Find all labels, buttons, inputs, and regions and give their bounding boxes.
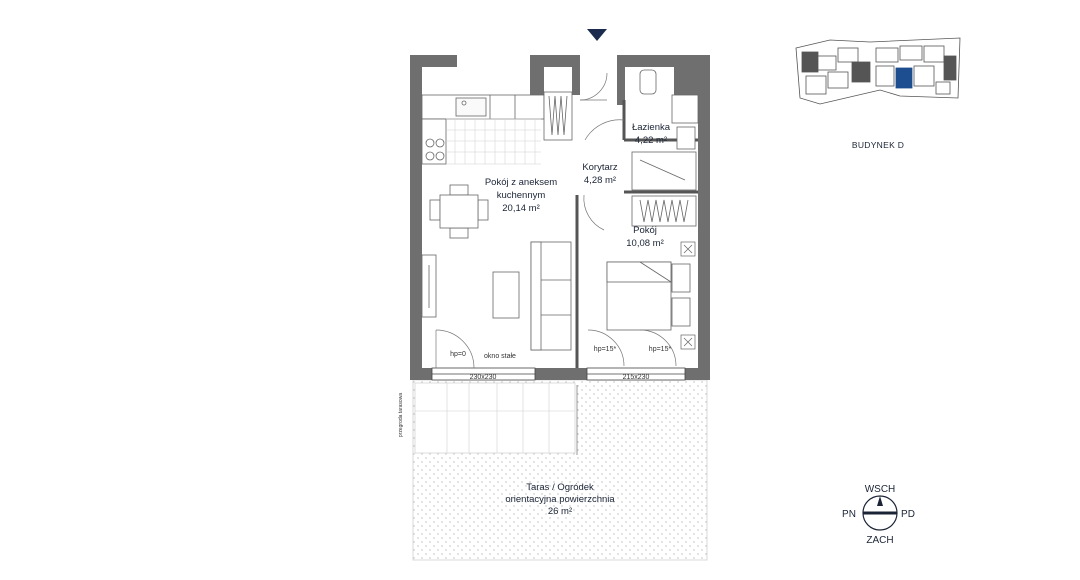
fixed-window-label: okno stałe [484, 353, 516, 360]
hp-right-label: hp=15* [649, 346, 672, 353]
corridor-name: Korytarz [582, 162, 618, 173]
bed [606, 261, 691, 331]
hp-mid-label: hp=15* [594, 346, 617, 353]
living-room-name-2: kuchennym [497, 190, 546, 201]
entry-wardrobe [543, 91, 573, 141]
compass-west: PN [842, 509, 856, 520]
bedroom-area: 10,08 m² [626, 238, 664, 249]
kitchen-counter [421, 94, 545, 165]
terrace-name-2: orientacyjna powierzchnia [505, 494, 615, 505]
bathroom-area: 4,22 m² [635, 135, 667, 146]
living-room-area: 20,14 m² [502, 203, 540, 214]
terrace-area-value: 26 m² [548, 506, 572, 517]
compass-south: ZACH [866, 535, 893, 546]
exterior-walls [410, 55, 710, 380]
bottom-windows [431, 367, 686, 381]
bathroom-name: Łazienka [632, 122, 671, 133]
building-key-plan [795, 37, 961, 105]
entrance-arrow-icon [587, 29, 607, 41]
window-left-dim: 230x230 [470, 374, 497, 381]
terrace-partition-label: przegroda tarasowa [398, 393, 404, 437]
compass-rose-icon [862, 495, 898, 531]
window-right-dim: 215x230 [623, 374, 650, 381]
door-swing-left [435, 329, 475, 369]
radiator-markers [680, 241, 696, 350]
bedroom-door-swing [587, 329, 677, 367]
terrace-name: Taras / Ogródek [526, 482, 594, 493]
tv-cabinet [421, 254, 437, 318]
compass-east: PD [901, 509, 915, 520]
corridor-area: 4,28 m² [584, 175, 616, 186]
living-room-name: Pokój z aneksem [485, 177, 557, 188]
terrace-area [412, 379, 708, 561]
bedroom-wardrobe [631, 195, 697, 227]
building-label: BUDYNEK D [852, 140, 904, 150]
coffee-table [492, 271, 520, 319]
kitchen-floor-tiles [446, 118, 541, 165]
hp-left-label: hp=0 [450, 351, 466, 358]
door-swing-entry [579, 72, 625, 231]
bathroom-fixtures [631, 69, 699, 191]
sofa [530, 241, 572, 351]
compass-north: WSCH [865, 484, 896, 495]
bedroom-name: Pokój [633, 225, 657, 236]
highlighted-unit [895, 67, 913, 89]
dining-table [429, 184, 489, 239]
